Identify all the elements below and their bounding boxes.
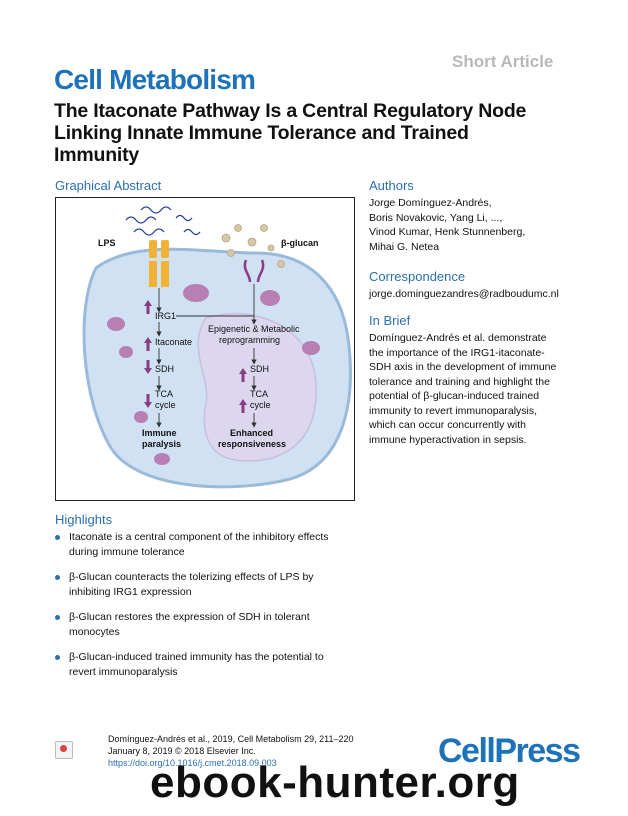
mitochondrion bbox=[154, 453, 170, 465]
bullet-icon bbox=[55, 615, 60, 620]
graphical-abstract-figure: LPS β-glucan IRG1 Itaconate SDH TCA cycl… bbox=[55, 197, 355, 501]
nucleus bbox=[197, 313, 317, 462]
in-brief-text: Domínguez-Andrés et al. demonstrate the … bbox=[369, 331, 609, 447]
cellpress-logo: CellPress bbox=[438, 732, 581, 770]
in-brief-line: tolerance and training and highlight the bbox=[369, 375, 550, 388]
author-line: Jorge Domínguez-Andrés, bbox=[369, 197, 492, 209]
in-brief-line: immune hyperactivation in sepsis. bbox=[369, 433, 527, 446]
correspondence-email[interactable]: jorge.dominguezandres@radboudumc.nl bbox=[369, 288, 559, 300]
title-line: The Itaconate Pathway Is a Central Regul… bbox=[54, 100, 527, 122]
tlr4-receptor bbox=[149, 240, 169, 287]
in-brief-line: potential of β-glucan-induced trained bbox=[369, 390, 540, 402]
arrow-up-icon bbox=[144, 337, 152, 351]
label-tca-left-cycle: cycle bbox=[155, 400, 176, 410]
label-immune: Immune bbox=[142, 428, 177, 438]
watermark-text: ebook-hunter.org bbox=[150, 758, 520, 807]
in-brief-line: Domínguez-Andrés et al. demonstrate bbox=[369, 332, 547, 344]
arrow-up-icon bbox=[239, 368, 247, 382]
mitochondrion bbox=[302, 341, 320, 355]
check-for-updates-icon[interactable] bbox=[55, 741, 73, 759]
in-brief-line: immunity to revert immunoparalysis, bbox=[369, 404, 538, 417]
lps-molecules bbox=[125, 206, 201, 236]
authors-list: Jorge Domínguez-Andrés, Boris Novakovic,… bbox=[369, 196, 599, 254]
in-brief-line: the importance of the IRG1-itaconate- bbox=[369, 346, 545, 359]
mitochondrion bbox=[134, 411, 148, 423]
label-sdh-left: SDH bbox=[155, 364, 174, 374]
bullet-icon bbox=[55, 575, 60, 580]
label-reprogramming: reprogramming bbox=[219, 335, 280, 345]
doi-link[interactable]: https://doi.org/10.1016/j.cmet.2018.09.0… bbox=[108, 758, 277, 768]
citation-footer: Domínguez-Andrés et al., 2019, Cell Meta… bbox=[108, 733, 353, 769]
graphical-abstract-heading: Graphical Abstract bbox=[55, 178, 162, 193]
mitochondrion bbox=[183, 284, 209, 302]
label-sdh-right: SDH bbox=[250, 364, 269, 374]
date-line: January 8, 2019 © 2018 Elsevier Inc. bbox=[108, 746, 256, 756]
author-line: Boris Novakovic, Yang Li, ..., bbox=[369, 211, 503, 224]
label-irg1: IRG1 bbox=[155, 311, 176, 321]
in-brief-heading: In Brief bbox=[369, 313, 411, 328]
arrow-down-icon bbox=[144, 360, 152, 374]
title-line: Linking Innate Immune Tolerance and Trai… bbox=[54, 122, 469, 144]
highlight-item: β-Glucan counteracts the tolerizing effe… bbox=[55, 570, 355, 599]
article-type-label: Short Article bbox=[452, 52, 554, 71]
mitochondrion bbox=[107, 317, 125, 331]
correspondence-heading: Correspondence bbox=[369, 269, 466, 284]
authors-heading: Authors bbox=[369, 178, 414, 193]
highlights-list: Itaconate is a central component of the … bbox=[55, 530, 355, 690]
label-enhanced: Enhanced bbox=[230, 428, 273, 438]
title-line: Immunity bbox=[54, 144, 140, 166]
mitochondrion bbox=[260, 290, 280, 306]
bullet-icon bbox=[55, 655, 60, 660]
paper-title: The Itaconate Pathway Is a Central Regul… bbox=[54, 100, 574, 166]
highlight-item: β-Glucan-induced trained immunity has th… bbox=[55, 650, 355, 679]
arrow-down-icon bbox=[144, 394, 152, 408]
author-line: Vinod Kumar, Henk Stunnenberg, bbox=[369, 226, 526, 238]
label-lps: LPS bbox=[98, 238, 116, 248]
in-brief-line: SDH axis in the development of immune bbox=[369, 361, 557, 373]
label-tca-left: TCA bbox=[155, 389, 173, 399]
bullet-icon bbox=[55, 535, 60, 540]
label-beta-glucan: β-glucan bbox=[281, 238, 319, 248]
dectin-1-receptor bbox=[243, 259, 265, 283]
mitochondrion bbox=[119, 346, 133, 358]
highlight-item: Itaconate is a central component of the … bbox=[55, 530, 355, 559]
label-responsiveness: responsiveness bbox=[218, 439, 286, 449]
author-line: Mihai G. Netea bbox=[369, 240, 440, 253]
highlight-item: β-Glucan restores the expression of SDH … bbox=[55, 610, 355, 639]
label-paralysis: paralysis bbox=[142, 439, 181, 449]
beta-glucan-particles bbox=[221, 224, 285, 268]
label-itaconate: Itaconate bbox=[155, 337, 192, 347]
label-tca-right: TCA bbox=[250, 389, 268, 399]
highlights-heading: Highlights bbox=[55, 512, 113, 527]
arrow-up-icon bbox=[144, 300, 152, 314]
label-tca-right-cycle: cycle bbox=[250, 400, 271, 410]
in-brief-line: which can occur concurrently with bbox=[369, 419, 526, 431]
label-epigenetic: Epigenetic & Metabolic bbox=[208, 324, 300, 334]
arrow-up-icon bbox=[239, 399, 247, 413]
journal-title: Cell Metabolism bbox=[54, 64, 256, 95]
citation-line: Domínguez-Andrés et al., 2019, Cell Meta… bbox=[108, 734, 354, 744]
